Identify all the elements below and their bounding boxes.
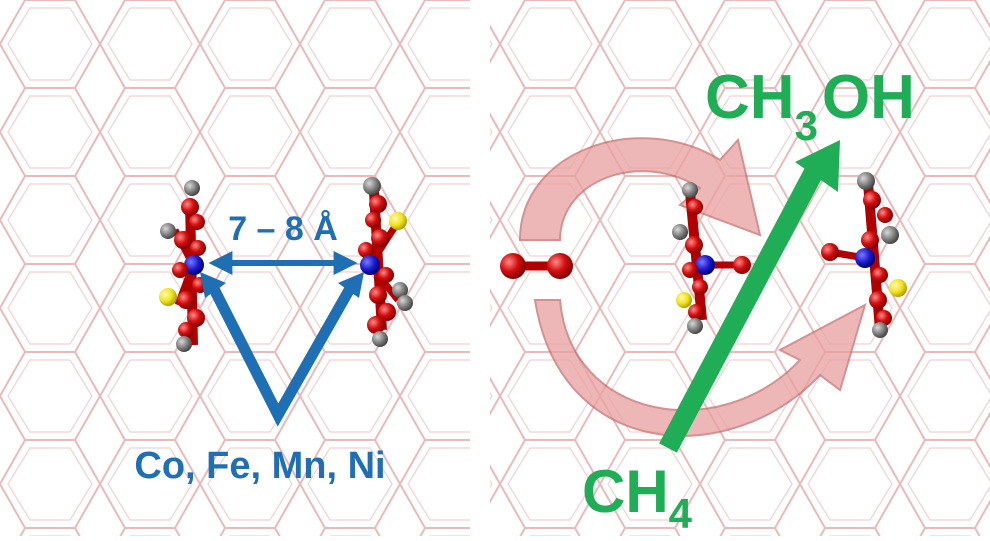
product-label-main: CH	[705, 63, 795, 132]
distance-label: 7 – 8 Å	[228, 210, 338, 248]
product-label-tail: OH	[822, 63, 915, 132]
reaction-arrow	[659, 140, 840, 453]
left-metal-site-a	[159, 180, 208, 352]
o2-molecule	[500, 253, 573, 279]
reactant-label-main: CH	[582, 458, 669, 525]
right-metal-site-a	[672, 182, 751, 334]
right-metal-site-b	[821, 172, 907, 338]
reactant-label: CH4	[582, 458, 693, 536]
metals-pointer-arrows	[200, 272, 364, 427]
product-label-subscript: 3	[795, 102, 818, 149]
product-label: CH3OH	[705, 63, 915, 149]
left-metal-site-b	[358, 177, 413, 347]
reactant-label-subscript: 4	[669, 490, 693, 536]
catalytic-cycle-arrows	[518, 137, 867, 437]
metals-label: Co, Fe, Mn, Ni	[134, 445, 385, 487]
